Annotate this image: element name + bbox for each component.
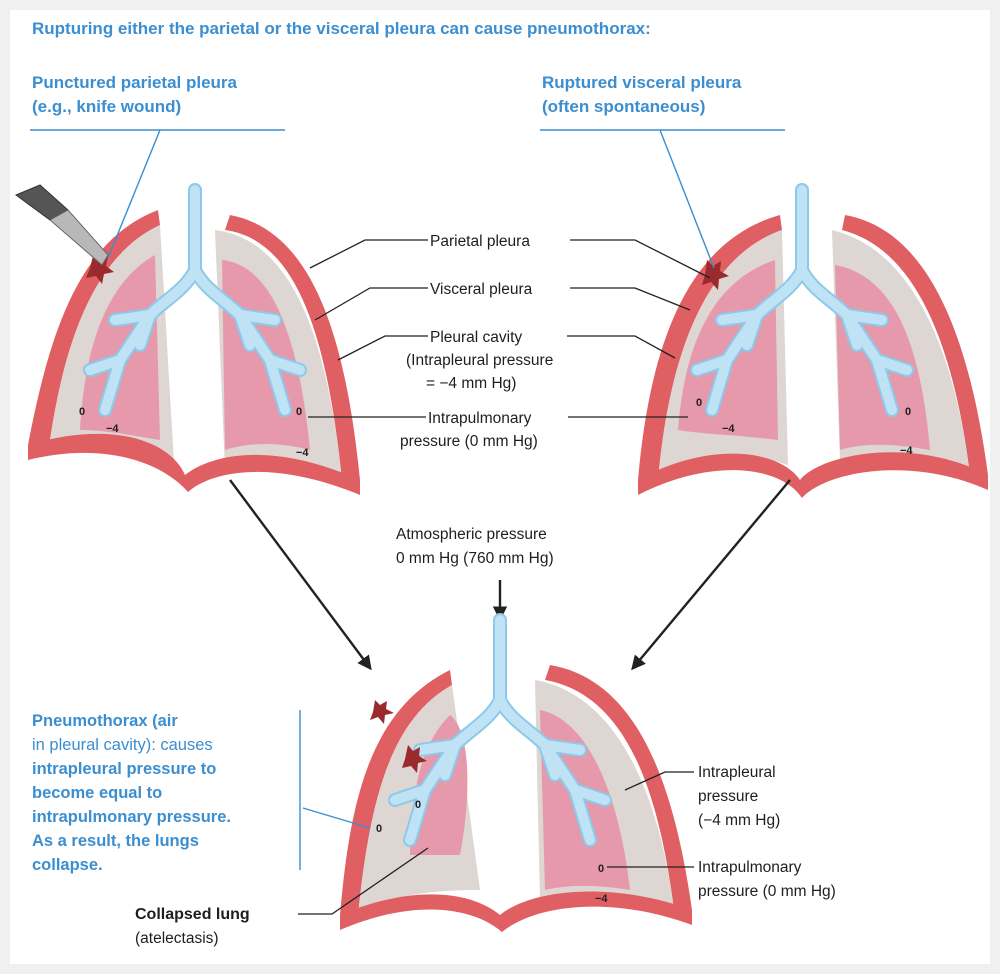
bottom-intrapleural-1: Intrapleural bbox=[698, 764, 776, 781]
collapsed-lung-label: Collapsed lung bbox=[135, 906, 250, 923]
note-line-6: As a result, the lungs bbox=[32, 832, 199, 850]
arrow-right-to-collapse bbox=[631, 479, 791, 671]
note-pointer bbox=[302, 807, 371, 829]
note-line-4: become equal to bbox=[32, 784, 162, 802]
pressure-zero-l2: 0 bbox=[296, 406, 302, 418]
arrow-left-to-collapse bbox=[229, 479, 372, 671]
atmospheric-line2: 0 mm Hg (760 mm Hg) bbox=[396, 550, 554, 567]
lungs-left: 0 −4 0 −4 bbox=[28, 190, 360, 495]
pressure-minus-r2: −4 bbox=[900, 445, 913, 457]
label-visceral-pleura: Visceral pleura bbox=[430, 281, 533, 298]
label-intrapleural-line2: = −4 mm Hg) bbox=[426, 375, 516, 392]
left-case-line1: Punctured parietal pleura bbox=[32, 73, 238, 92]
pressure-zero-r1: 0 bbox=[696, 397, 702, 409]
pressure-minus-c1: −4 bbox=[595, 893, 608, 905]
pressure-zero-c2: 0 bbox=[415, 799, 421, 811]
bottom-intrapulmonary-1: Intrapulmonary bbox=[698, 859, 802, 876]
pneumothorax-note: Pneumothorax (air in pleural cavity): ca… bbox=[32, 712, 231, 874]
note-line-2: in pleural cavity): causes bbox=[32, 736, 213, 754]
pneumothorax-diagram: Rupturing either the parietal or the vis… bbox=[14, 19, 988, 947]
bottom-intrapulmonary-2: pressure (0 mm Hg) bbox=[698, 883, 836, 900]
right-case-line2: (often spontaneous) bbox=[542, 97, 705, 116]
label-intrapulmonary-line2: pressure (0 mm Hg) bbox=[400, 433, 538, 450]
figure-panel: Rupturing either the parietal or the vis… bbox=[10, 10, 990, 964]
right-case-line1: Ruptured visceral pleura bbox=[542, 73, 742, 92]
note-line-1: Pneumothorax (air bbox=[32, 712, 178, 730]
label-intrapulmonary-line1: Intrapulmonary bbox=[428, 410, 532, 427]
pressure-zero-r2: 0 bbox=[905, 406, 911, 418]
right-case-pointer bbox=[659, 129, 715, 269]
pressure-minus-r1: −4 bbox=[722, 423, 735, 435]
atmospheric-line1: Atmospheric pressure bbox=[396, 526, 547, 543]
pressure-zero-l1: 0 bbox=[79, 406, 85, 418]
note-line-3: intrapleural pressure to bbox=[32, 760, 216, 778]
note-line-5: intrapulmonary pressure. bbox=[32, 808, 231, 826]
label-intrapleural-line1: (Intrapleural pressure bbox=[406, 352, 553, 369]
label-pleural-cavity: Pleural cavity bbox=[430, 329, 522, 346]
knife-icon bbox=[14, 184, 109, 266]
figure-title: Rupturing either the parietal or the vis… bbox=[32, 19, 651, 38]
bottom-intrapleural-2: pressure bbox=[698, 788, 758, 805]
lungs-right: 0 −4 0 −4 bbox=[638, 190, 988, 498]
pressure-minus-l1: −4 bbox=[106, 423, 119, 435]
left-case-line2: (e.g., knife wound) bbox=[32, 97, 181, 116]
pressure-minus-l2: −4 bbox=[296, 447, 309, 459]
label-parietal-pleura: Parietal pleura bbox=[430, 233, 530, 250]
bottom-intrapleural-3: (−4 mm Hg) bbox=[698, 812, 780, 829]
atelectasis-label: (atelectasis) bbox=[135, 930, 219, 947]
lungs-collapsed: 0 0 0 −4 bbox=[340, 620, 692, 932]
pressure-zero-c3: 0 bbox=[598, 863, 604, 875]
left-case-pointer bbox=[107, 129, 161, 259]
pressure-zero-c1: 0 bbox=[376, 823, 382, 835]
note-line-7: collapse. bbox=[32, 856, 103, 874]
